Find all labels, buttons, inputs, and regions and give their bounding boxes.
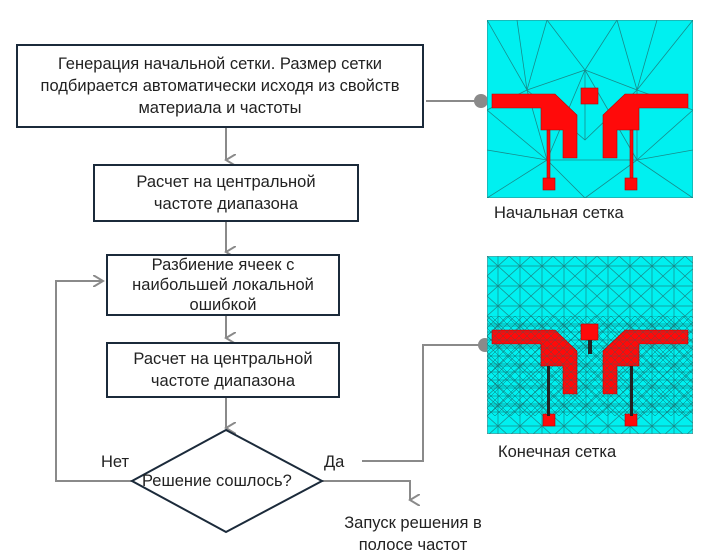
final-mesh-image [487, 256, 693, 434]
initial-mesh-conductors [491, 87, 689, 191]
step2-text: Расчет на центральной частоте диапазона [136, 173, 316, 213]
step-central-frequency-2: Расчет на центральной частоте диапазона [106, 342, 340, 398]
initial-mesh-image [487, 20, 693, 198]
step4-text: Расчет на центральной частоте диапазона [133, 350, 313, 390]
arrow-to-final [322, 480, 410, 500]
yes-label: Да [324, 453, 345, 471]
final-step-text: Запуск решения в полосе частот [344, 514, 482, 554]
step1-text: Генерация начальной сетки. Размер сетки … [40, 55, 400, 117]
initial-mesh-connector-dot [474, 94, 488, 108]
final-mesh-caption: Конечная сетка [498, 443, 617, 461]
step3-text: Разбиение ячеек с наибольшей локальной о… [132, 256, 314, 314]
decision-text: Решение сошлось? [142, 472, 292, 490]
loop-no-arrow [55, 281, 132, 482]
yes-to-final-mesh-line [362, 344, 480, 462]
step-generate-initial-mesh: Генерация начальной сетки. Размер сетки … [16, 44, 424, 128]
step-refine-cells: Разбиение ячеек с наибольшей локальной о… [106, 254, 340, 316]
decision-diamond [129, 428, 325, 534]
step-central-frequency-1: Расчет на центральной частоте диапазона [93, 164, 359, 222]
initial-mesh-caption: Начальная сетка [494, 204, 624, 222]
no-label: Нет [101, 453, 130, 471]
